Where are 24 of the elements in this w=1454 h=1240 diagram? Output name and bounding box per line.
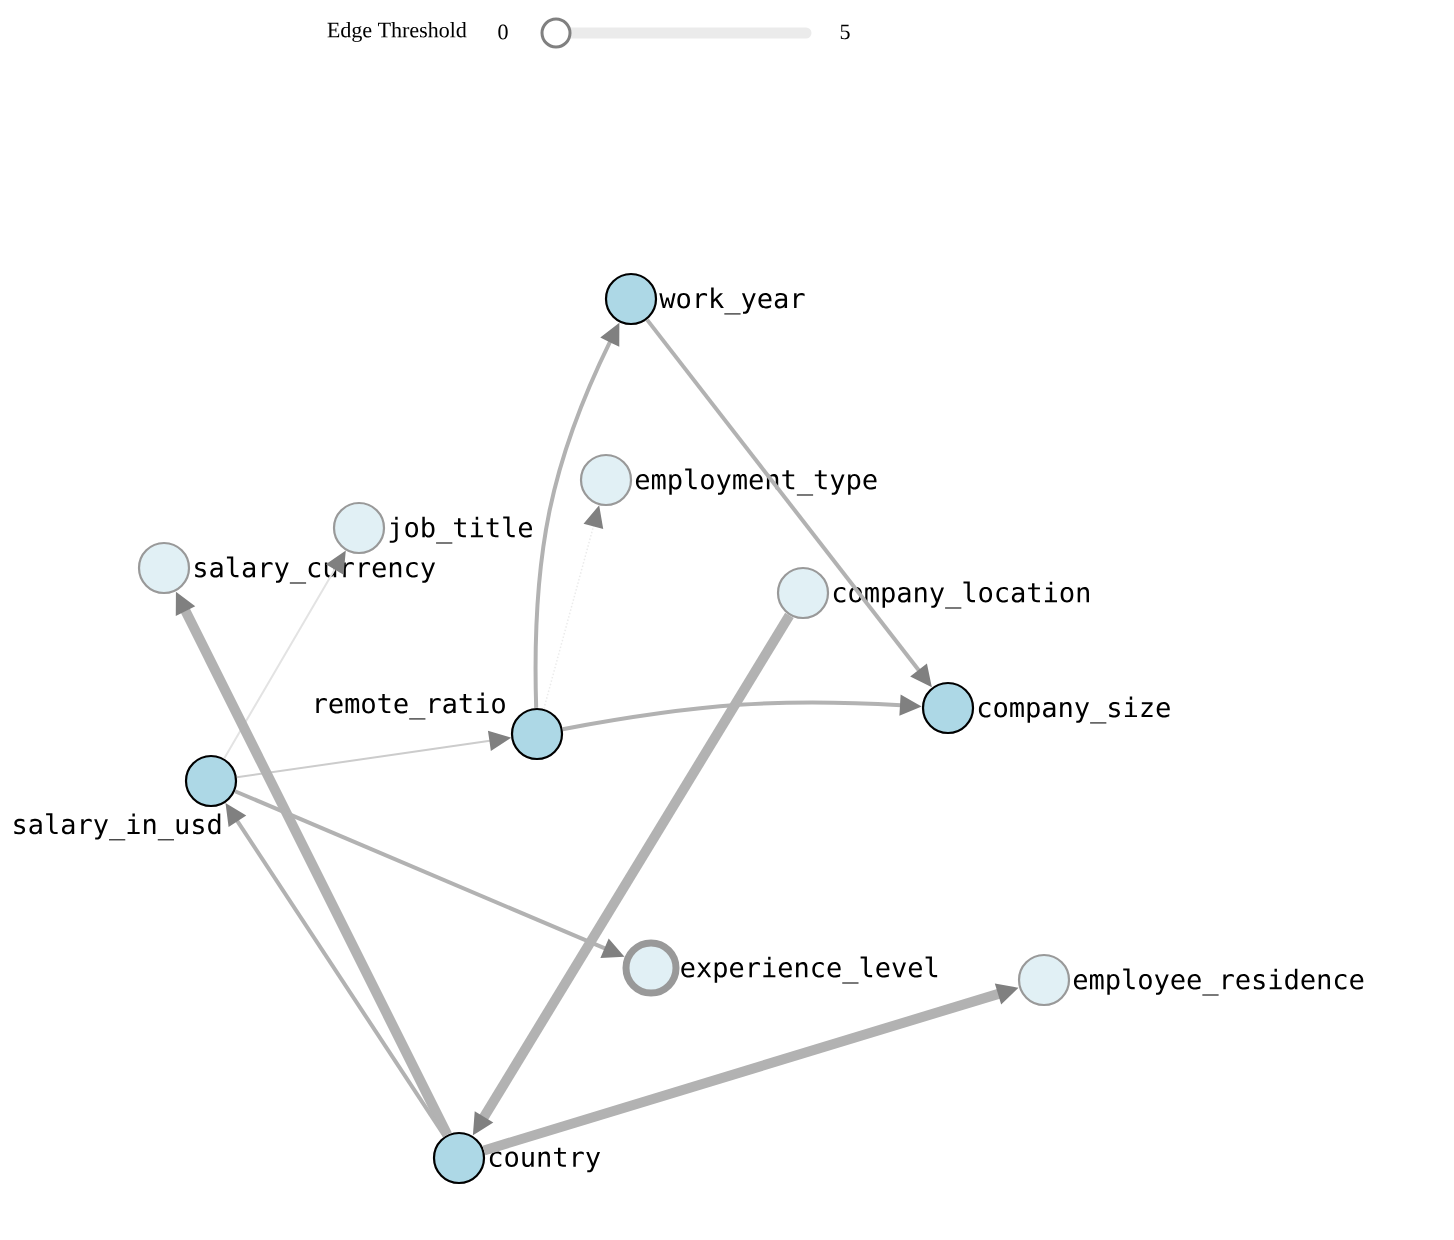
node-label: job_title (389, 516, 532, 544)
graph-node: salary_in_usd (14, 754, 238, 841)
node-label: work_year (659, 287, 805, 315)
node-label: company_location (833, 581, 1089, 609)
node-label: experience_level (681, 956, 938, 984)
graph-node: experience_level (622, 939, 938, 997)
slider-label: 5 (840, 24, 850, 40)
graph-node: company_location (776, 566, 1089, 620)
node-label: employee_residence (1073, 968, 1364, 996)
node-label: company_size (978, 696, 1170, 724)
graph-node: country (432, 1131, 601, 1185)
graph-node: job_title (332, 501, 532, 555)
slider-label: Edge Threshold (327, 22, 467, 42)
graph-node: employee_residence (1017, 953, 1364, 1007)
node-label: country (489, 1147, 601, 1173)
graph-node: work_year (604, 272, 805, 326)
graph-node: company_size (921, 681, 1170, 735)
node-label: salary_in_usd (14, 813, 221, 841)
node-label: salary_currency (195, 556, 436, 584)
slider-label: 0 (498, 24, 508, 40)
node-label: remote_ratio (316, 692, 505, 720)
node-label: employment_type (635, 468, 877, 496)
graph-node: employment_type (579, 453, 877, 507)
graph-node: remote_ratio (316, 692, 564, 761)
